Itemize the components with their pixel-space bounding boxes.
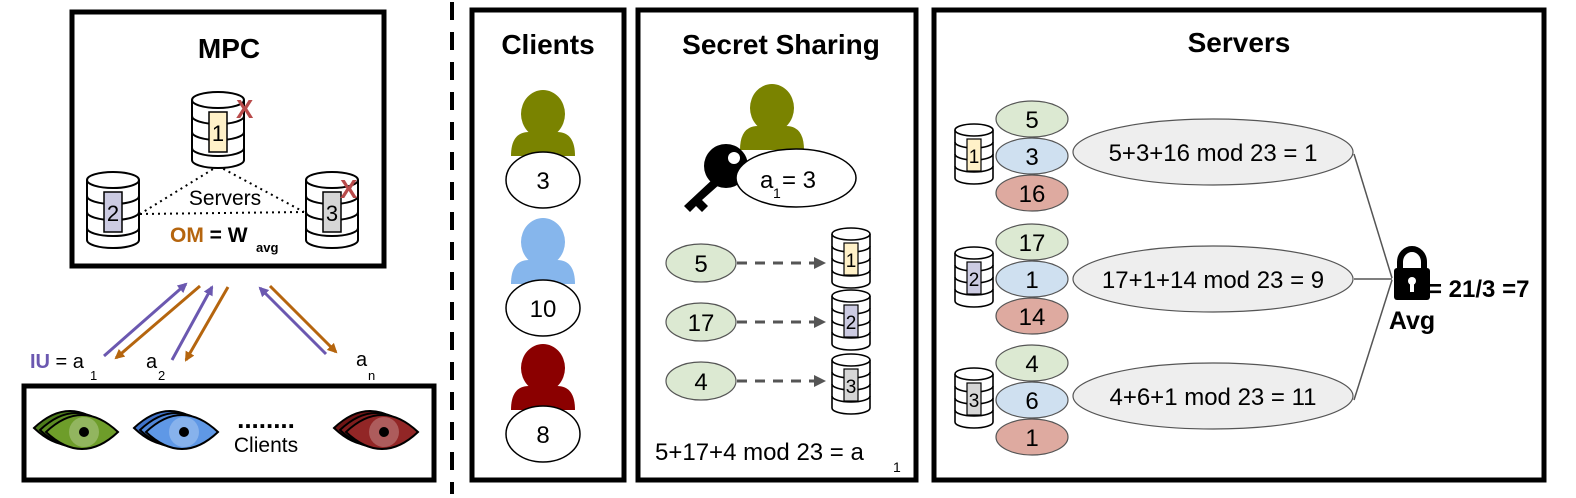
mpc-clients-box: ........ Clients	[21, 383, 437, 483]
svg-text:= 3: = 3	[782, 167, 816, 194]
svg-text:IU = a: IU = a	[30, 351, 85, 373]
share-value: 17	[1019, 230, 1046, 257]
mpc-title: MPC	[198, 33, 260, 64]
server-number: 2	[107, 201, 119, 226]
client-value: 10	[530, 296, 557, 323]
mpc-server-3: 3 X	[305, 171, 359, 249]
share-value: 1	[1025, 425, 1038, 452]
svg-text:3: 3	[969, 391, 980, 412]
share-server-2: 2	[831, 289, 871, 351]
compromised-x-mark: X	[236, 94, 254, 124]
avg-label: Avg	[1389, 307, 1435, 335]
lock-icon	[1394, 246, 1430, 300]
server-row-1: 1 5 3 16 5+3+16 mod 23 = 1	[954, 100, 1354, 212]
mpc-server-1: 1 X	[191, 91, 254, 169]
svg-text:3: 3	[846, 377, 857, 398]
client-value: 3	[536, 168, 549, 195]
share-value: 4	[694, 369, 707, 396]
share-server-3: 3	[831, 353, 871, 415]
share-server-1: 1	[831, 227, 871, 289]
server-connections	[139, 165, 305, 215]
servers-label: Servers	[189, 187, 261, 210]
mpc-server-2: 2	[86, 171, 140, 249]
secret-sharing-title: Secret Sharing	[682, 29, 880, 60]
svg-text:2: 2	[969, 270, 980, 291]
om-label: OM = W avg	[170, 224, 278, 255]
server-row-3: 3 4 6 1 4+6+1 mod 23 = 11	[954, 344, 1354, 456]
client-3: 8	[505, 344, 581, 463]
communication-arrows	[103, 282, 338, 362]
svg-text:2: 2	[158, 368, 165, 383]
share-value: 14	[1019, 304, 1046, 331]
svg-text:2: 2	[846, 313, 857, 334]
clients-title: Clients	[501, 29, 594, 60]
svg-text:a: a	[146, 351, 158, 373]
share-value: 3	[1025, 144, 1038, 171]
average-value: = 21/3 =7	[1428, 276, 1529, 303]
clients-label: Clients	[234, 434, 298, 457]
svg-text:1: 1	[90, 368, 97, 383]
svg-text:avg: avg	[256, 240, 278, 255]
svg-text:1: 1	[846, 251, 857, 272]
dots: ........	[237, 404, 295, 434]
share-row-3: 4 3	[665, 353, 871, 415]
svg-text:1: 1	[893, 459, 901, 475]
secret-sharing-panel: Secret Sharing a 1 = 3 5 1	[635, 7, 919, 483]
server-result: 17+1+14 mod 23 = 9	[1102, 267, 1324, 294]
an-label: a n	[356, 349, 375, 383]
svg-text:OM = W: OM = W	[170, 224, 248, 247]
compromised-x-mark: X	[340, 174, 358, 204]
server-row-2: 2 17 1 14 17+1+14 mod 23 = 9	[954, 223, 1354, 335]
server-number: 3	[326, 201, 338, 226]
svg-text:a: a	[356, 349, 368, 371]
servers-panel: Servers 1 5 3 16 5+3+16 mod 23 = 1 2	[931, 7, 1547, 483]
share-value: 5	[694, 251, 707, 278]
reconstruction-formula: 5+17+4 mod 23 = a 1	[655, 439, 901, 475]
share-row-1: 5 1	[665, 227, 871, 289]
secret-ellipse: a 1 = 3	[735, 148, 857, 208]
share-value: 6	[1025, 388, 1038, 415]
share-value: 1	[1025, 267, 1038, 294]
svg-text:1: 1	[969, 147, 980, 168]
server-icon-3: 3	[954, 367, 994, 429]
aggregation-lines	[1353, 153, 1393, 401]
server-number: 1	[212, 121, 224, 146]
server-result: 4+6+1 mod 23 = 11	[1109, 384, 1316, 411]
a2-label: a 2	[146, 351, 165, 383]
share-value: 16	[1019, 181, 1046, 208]
clients-panel: Clients 3 10 8	[469, 7, 627, 483]
client-2: 10	[505, 218, 581, 337]
client-1: 3	[505, 90, 581, 209]
svg-text:a: a	[760, 167, 774, 194]
share-value: 5	[1025, 107, 1038, 134]
client-value: 8	[536, 422, 549, 449]
server-icon-1: 1	[954, 123, 994, 185]
svg-text:n: n	[368, 368, 375, 383]
iu-label: IU = a 1	[30, 351, 97, 383]
mpc-panel: MPC 1 X 2 3 X Servers	[69, 9, 387, 269]
server-icon-2: 2	[954, 246, 994, 308]
share-value: 4	[1025, 351, 1038, 378]
servers-title: Servers	[1188, 27, 1291, 58]
server-result: 5+3+16 mod 23 = 1	[1109, 140, 1318, 167]
share-value: 17	[688, 310, 715, 337]
share-row-2: 17 2	[665, 289, 871, 351]
svg-text:1: 1	[773, 185, 781, 201]
svg-text:5+17+4 mod 23 = a: 5+17+4 mod 23 = a	[655, 439, 864, 466]
